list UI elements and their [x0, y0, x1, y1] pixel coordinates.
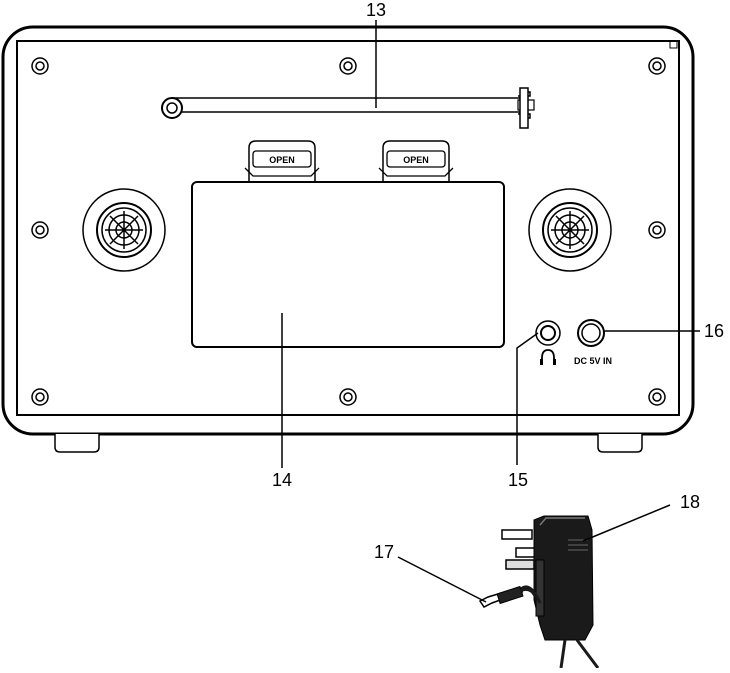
- screw-icon: [340, 389, 356, 405]
- open-tab-left: OPEN: [245, 141, 319, 182]
- battery-cover: [192, 182, 504, 347]
- screw-icon: [649, 222, 665, 238]
- radio-feet: [55, 434, 642, 452]
- right-speaker-grille: [529, 189, 611, 271]
- dc-plug-connector: [480, 587, 535, 607]
- callout-18: 18: [680, 492, 700, 512]
- dc-input-label: DC 5V IN: [574, 356, 612, 366]
- screw-icon: [340, 58, 356, 74]
- screw-icon: [32, 389, 48, 405]
- open-label-left: OPEN: [269, 155, 295, 165]
- open-label-right: OPEN: [403, 155, 429, 165]
- left-speaker-grille: [83, 189, 165, 271]
- screw-icon: [649, 389, 665, 405]
- leader-line-17: [398, 557, 486, 602]
- callout-13: 13: [366, 0, 386, 20]
- callout-16: 16: [704, 321, 724, 341]
- callout-15: 15: [508, 470, 528, 490]
- callout-14: 14: [272, 470, 292, 490]
- leader-line-18: [583, 505, 670, 541]
- screw-icon: [32, 58, 48, 74]
- callout-17: 17: [374, 542, 394, 562]
- open-tab-right: OPEN: [379, 141, 453, 182]
- screw-icon: [32, 222, 48, 238]
- screw-icon: [649, 58, 665, 74]
